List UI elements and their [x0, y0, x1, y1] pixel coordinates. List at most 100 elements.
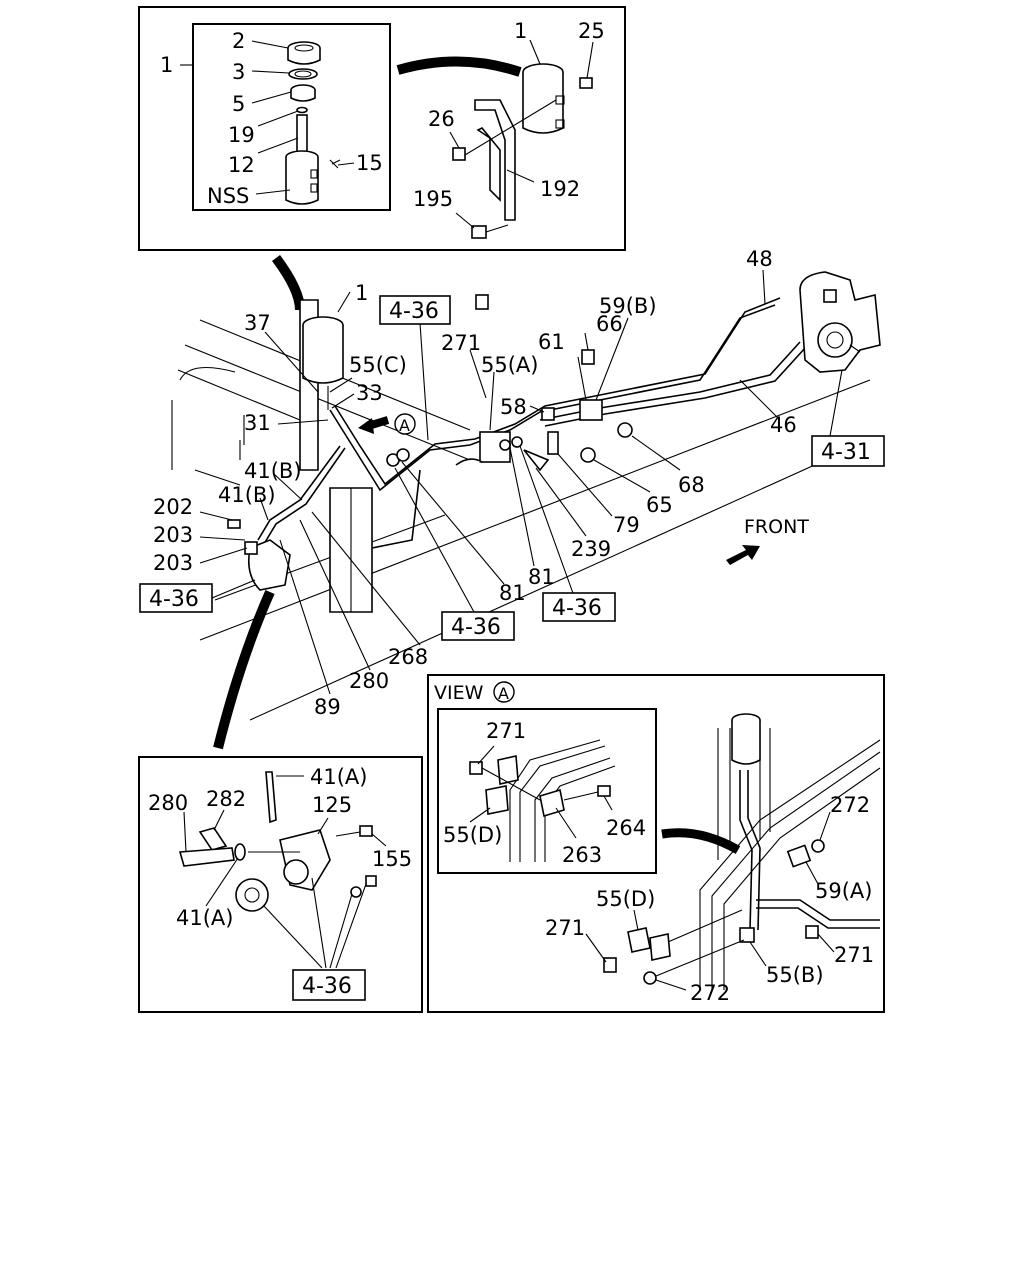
callout-280-main: 280 — [349, 669, 389, 693]
inner-inset-leaders — [180, 40, 355, 195]
callout-271-main: 271 — [441, 331, 481, 355]
callout-239: 239 — [571, 537, 611, 561]
view-a-panel: VIEW A 271 55(D) 264 263 — [427, 674, 885, 1013]
callout-280-inset: 280 — [148, 791, 188, 815]
view-a-title-letter: A — [498, 684, 509, 703]
pipe-280-drawing — [178, 847, 235, 867]
ref-box-2-label: 4-36 — [149, 587, 199, 612]
main-reservoir-drawing — [302, 316, 344, 410]
ref-box-1-label: 4-36 — [389, 299, 439, 324]
callout-46: 46 — [770, 413, 797, 437]
callout-268: 268 — [388, 645, 428, 669]
front-arrow — [726, 545, 760, 565]
callout-25: 25 — [578, 19, 605, 43]
front-label: FRONT — [744, 516, 809, 538]
main-leaders — [199, 269, 843, 695]
callout-3: 3 — [232, 60, 245, 84]
callout-203a: 203 — [153, 523, 193, 547]
main-assembly: A FRONT — [139, 247, 885, 721]
callout-203b: 203 — [153, 551, 193, 575]
callout-41a-bottom: 41(A) — [176, 906, 233, 930]
bottom-left-inset-frame — [138, 756, 423, 1013]
callout-272-lower: 272 — [690, 981, 730, 1005]
callout-41b-1: 41(B) — [244, 459, 302, 483]
callout-33: 33 — [356, 381, 383, 405]
gear-drawing — [235, 878, 269, 912]
callout-81a: 81 — [528, 565, 555, 589]
inset-link-arrow-bottom — [213, 589, 275, 750]
callout-58: 58 — [500, 395, 527, 419]
callout-55a: 55(A) — [481, 353, 538, 377]
ref-box-4-label: 4-36 — [451, 615, 501, 640]
callout-55c: 55(C) — [349, 353, 407, 377]
reservoir-bracket-drawing — [452, 63, 593, 239]
callout-264: 264 — [606, 816, 646, 840]
top-inset-panel: 2 3 5 19 12 15 NSS 1 1 25 26 — [138, 6, 626, 251]
ref-box-6-label: 4-36 — [302, 974, 352, 999]
callout-55d-detail: 55(D) — [443, 823, 502, 847]
ref-box-2[interactable]: 4-36 — [139, 583, 213, 613]
callout-155: 155 — [372, 847, 412, 871]
callout-192: 192 — [540, 177, 580, 201]
inset-link-arrow-top — [271, 255, 305, 311]
ref-box-3[interactable]: 4-36 — [542, 592, 616, 622]
sleeve-282-drawing — [198, 827, 228, 851]
callout-61: 61 — [538, 330, 565, 354]
ref-box-1[interactable]: 4-36 — [379, 295, 451, 325]
ref-box-5[interactable]: 4-31 — [811, 435, 885, 467]
callout-5: 5 — [232, 92, 245, 116]
callout-55d-view: 55(D) — [596, 887, 655, 911]
callout-55b: 55(B) — [766, 963, 824, 987]
callout-41b-2: 41(B) — [218, 483, 276, 507]
callout-65: 65 — [646, 493, 673, 517]
view-a-title: VIEW — [434, 682, 484, 704]
callout-48: 48 — [746, 247, 773, 271]
callout-271-detail: 271 — [486, 719, 526, 743]
valve-stack-drawing — [285, 41, 341, 205]
callout-79: 79 — [613, 513, 640, 537]
bolt-41a-drawing — [265, 771, 277, 824]
callout-12: 12 — [228, 153, 255, 177]
callout-272-upper: 272 — [830, 793, 870, 817]
ref-box-6[interactable]: 4-36 — [292, 969, 366, 1001]
view-a-detail-arrow — [661, 828, 741, 854]
ref-box-4[interactable]: 4-36 — [441, 611, 515, 641]
callout-41a-top: 41(A) — [310, 765, 367, 789]
callout-59a: 59(A) — [815, 879, 872, 903]
view-a-main-drawing — [603, 713, 881, 990]
transfer-arrow — [396, 56, 522, 77]
callout-37: 37 — [244, 311, 271, 335]
callout-68: 68 — [678, 473, 705, 497]
view-a-detail-frame — [437, 708, 657, 874]
callout-263: 263 — [562, 843, 602, 867]
ref-box-5-label: 4-31 — [821, 440, 871, 465]
callout-125: 125 — [312, 793, 352, 817]
callout-282: 282 — [206, 787, 246, 811]
callout-66: 66 — [596, 312, 623, 336]
callout-15: 15 — [356, 151, 383, 175]
bottom-left-inset-panel: 41(A) 280 282 125 155 41(A) 4-36 — [138, 756, 423, 1013]
callout-202: 202 — [153, 495, 193, 519]
callout-271-view-right: 271 — [834, 943, 874, 967]
steering-gear-drawing — [799, 271, 881, 373]
callout-1-main: 1 — [355, 281, 368, 305]
callout-89: 89 — [314, 695, 341, 719]
top-inner-frame — [192, 23, 391, 211]
callout-81b: 81 — [499, 581, 526, 605]
callout-195: 195 — [413, 187, 453, 211]
callout-19: 19 — [228, 123, 255, 147]
top-inset-frame — [138, 6, 626, 251]
callout-271-view-left: 271 — [545, 916, 585, 940]
view-a-title-circle — [493, 681, 515, 703]
view-a-circle-marker — [394, 413, 416, 435]
callout-59b: 59(B) — [599, 294, 657, 318]
view-a-frame — [427, 674, 885, 1013]
callout-26: 26 — [428, 107, 455, 131]
callout-nss: NSS — [207, 184, 249, 208]
callout-1-reservoir: 1 — [514, 19, 527, 43]
view-a-marker-letter: A — [399, 416, 410, 435]
callout-1-assembly: 1 — [160, 53, 173, 77]
callout-31: 31 — [244, 411, 271, 435]
